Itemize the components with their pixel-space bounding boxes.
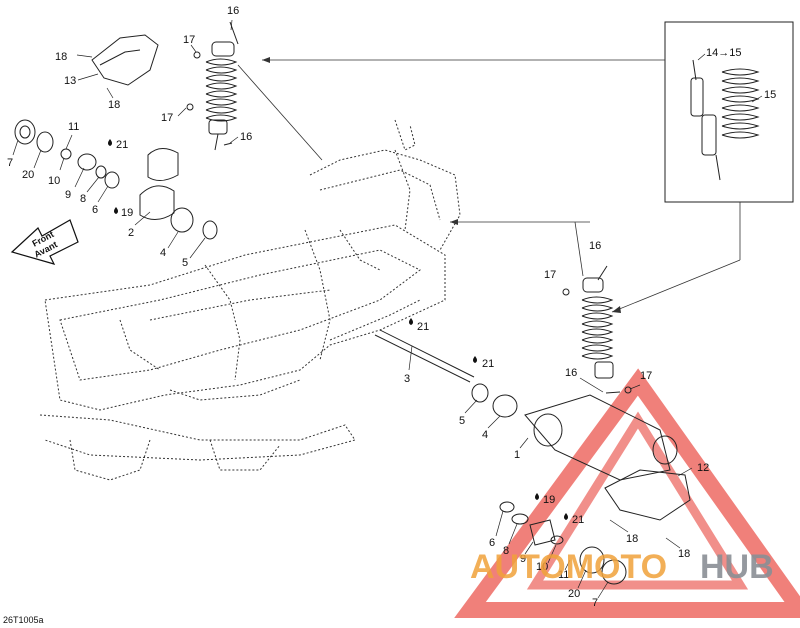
watermark-part2: HUB: [700, 548, 774, 586]
callout-21: 21: [572, 514, 584, 526]
callout-18: 18: [55, 51, 67, 63]
leader-lines: [12, 19, 763, 599]
grease-drop-icon: [409, 318, 413, 325]
callout-4: 4: [482, 429, 488, 441]
callout-13: 13: [64, 75, 76, 87]
watermark-part1: AUTOMOTO: [470, 548, 667, 586]
rear-swing-arm: [374, 329, 691, 521]
callout-6: 6: [92, 204, 98, 216]
callout-21: 21: [116, 139, 128, 151]
callout-15: 15: [764, 89, 776, 101]
callout-16: 16: [589, 240, 601, 252]
diagram-reference-code: 26T1005a: [3, 615, 44, 625]
callout-17: 17: [183, 34, 195, 46]
callout-18: 18: [678, 548, 690, 560]
reference-arrows: [237, 57, 741, 313]
callout-16: 16: [240, 131, 252, 143]
front-left-hub-parts: [14, 119, 218, 240]
callout-21: 21: [417, 321, 429, 333]
grease-drop-icon: [564, 513, 568, 520]
callout-18: 18: [108, 99, 120, 111]
callout-19: 19: [121, 207, 133, 219]
callout-2: 2: [128, 227, 134, 239]
callout-12: 12: [697, 462, 709, 474]
callout-1: 1: [514, 449, 520, 461]
callout-11: 11: [68, 121, 79, 133]
callout-16: 16: [227, 5, 239, 17]
callout-3: 3: [404, 373, 410, 385]
callout-20: 20: [568, 588, 580, 600]
callout-16: 16: [565, 367, 577, 379]
callout-20: 20: [22, 169, 34, 181]
grease-drop-icon: [114, 207, 118, 214]
callout-17: 17: [640, 370, 652, 382]
watermark-logo: [454, 368, 800, 618]
watermark-text: AUTOMOTO HUB: [470, 548, 774, 586]
callout-19: 19: [543, 494, 555, 506]
callout-8: 8: [80, 193, 86, 205]
callout-17: 17: [161, 112, 173, 124]
callout-11: 11: [558, 569, 569, 581]
grease-drop-icons: [108, 139, 568, 520]
front-direction-arrow: Front Avant: [10, 219, 79, 265]
callout-9: 9: [65, 189, 71, 201]
callout-4: 4: [160, 247, 166, 259]
callout-14: 14→15: [706, 47, 741, 59]
callout-8: 8: [503, 545, 509, 557]
skid-plate-part-13: [91, 34, 159, 86]
grease-drop-icon: [535, 493, 539, 500]
callout-7: 7: [7, 157, 13, 169]
callout-9: 9: [520, 553, 526, 565]
shock-inset-box: [664, 21, 794, 203]
callout-6: 6: [489, 537, 495, 549]
callout-17: 17: [544, 269, 556, 281]
callout-5: 5: [459, 415, 465, 427]
callout-18: 18: [626, 533, 638, 545]
callout-21: 21: [482, 358, 494, 370]
callout-7: 7: [592, 597, 598, 609]
callout-labels: 16 17 18 13 18 17 16 11 21 7 20 10 9 8 6…: [7, 5, 776, 609]
rear-shock-absorber: [562, 265, 632, 394]
callout-10: 10: [536, 561, 548, 573]
front-shock-absorber: [186, 21, 239, 151]
callout-10: 10: [48, 175, 60, 187]
grease-drop-icon: [108, 139, 112, 146]
rear-hub-parts: [499, 501, 627, 585]
atv-frame: [39, 119, 461, 481]
grease-drop-icon: [473, 356, 477, 363]
callout-5: 5: [182, 257, 188, 269]
